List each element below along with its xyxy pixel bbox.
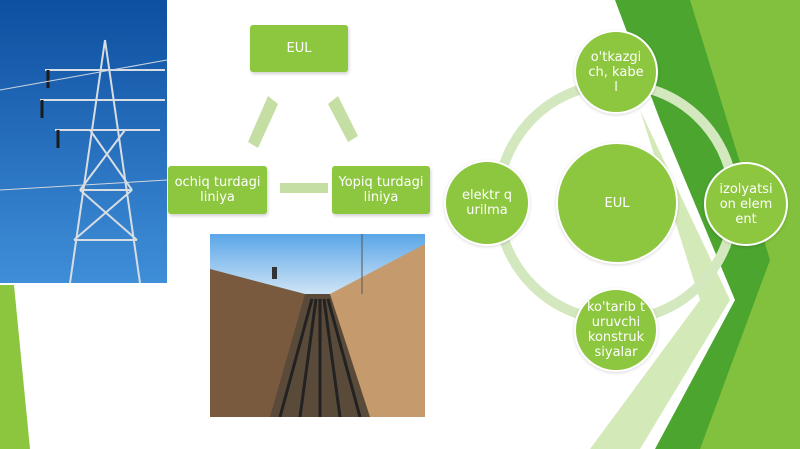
green-accent-corner-left (0, 285, 30, 449)
cycle-node-top-label: o'tkazgich, kabel (588, 49, 644, 95)
open-line-box: ochiq turdagi liniya (168, 166, 267, 214)
cycle-center-label: EUL (604, 195, 630, 211)
green-accent-band-light (690, 0, 800, 449)
cycle-node-bottom-label: ko'tarib turuvchi konstruksiyalar (586, 300, 646, 360)
arrow-up-left (248, 96, 278, 148)
pylon-photo (0, 0, 167, 283)
trench-photo (210, 234, 425, 417)
arrow-horizontal (280, 183, 328, 193)
cycle-node-top: o'tkazgich, kabel (574, 30, 658, 114)
eul-top-box: EUL (250, 25, 348, 72)
cycle-node-right: izolyatsion element (704, 162, 788, 246)
cycle-center-eul: EUL (556, 142, 678, 264)
arrow-down-right (328, 96, 358, 142)
power-tower-image (0, 0, 167, 283)
cycle-node-bottom: ko'tarib turuvchi konstruksiyalar (574, 288, 658, 372)
cycle-node-left-label: elektr qurilma (462, 188, 512, 218)
cable-trench-image (210, 234, 425, 417)
triangle-arrows (248, 96, 358, 193)
closed-line-box: Yopiq turdagi liniya (332, 166, 430, 214)
cycle-node-right-label: izolyatsion element (719, 181, 773, 227)
cycle-node-left: elektr qurilma (444, 160, 530, 246)
